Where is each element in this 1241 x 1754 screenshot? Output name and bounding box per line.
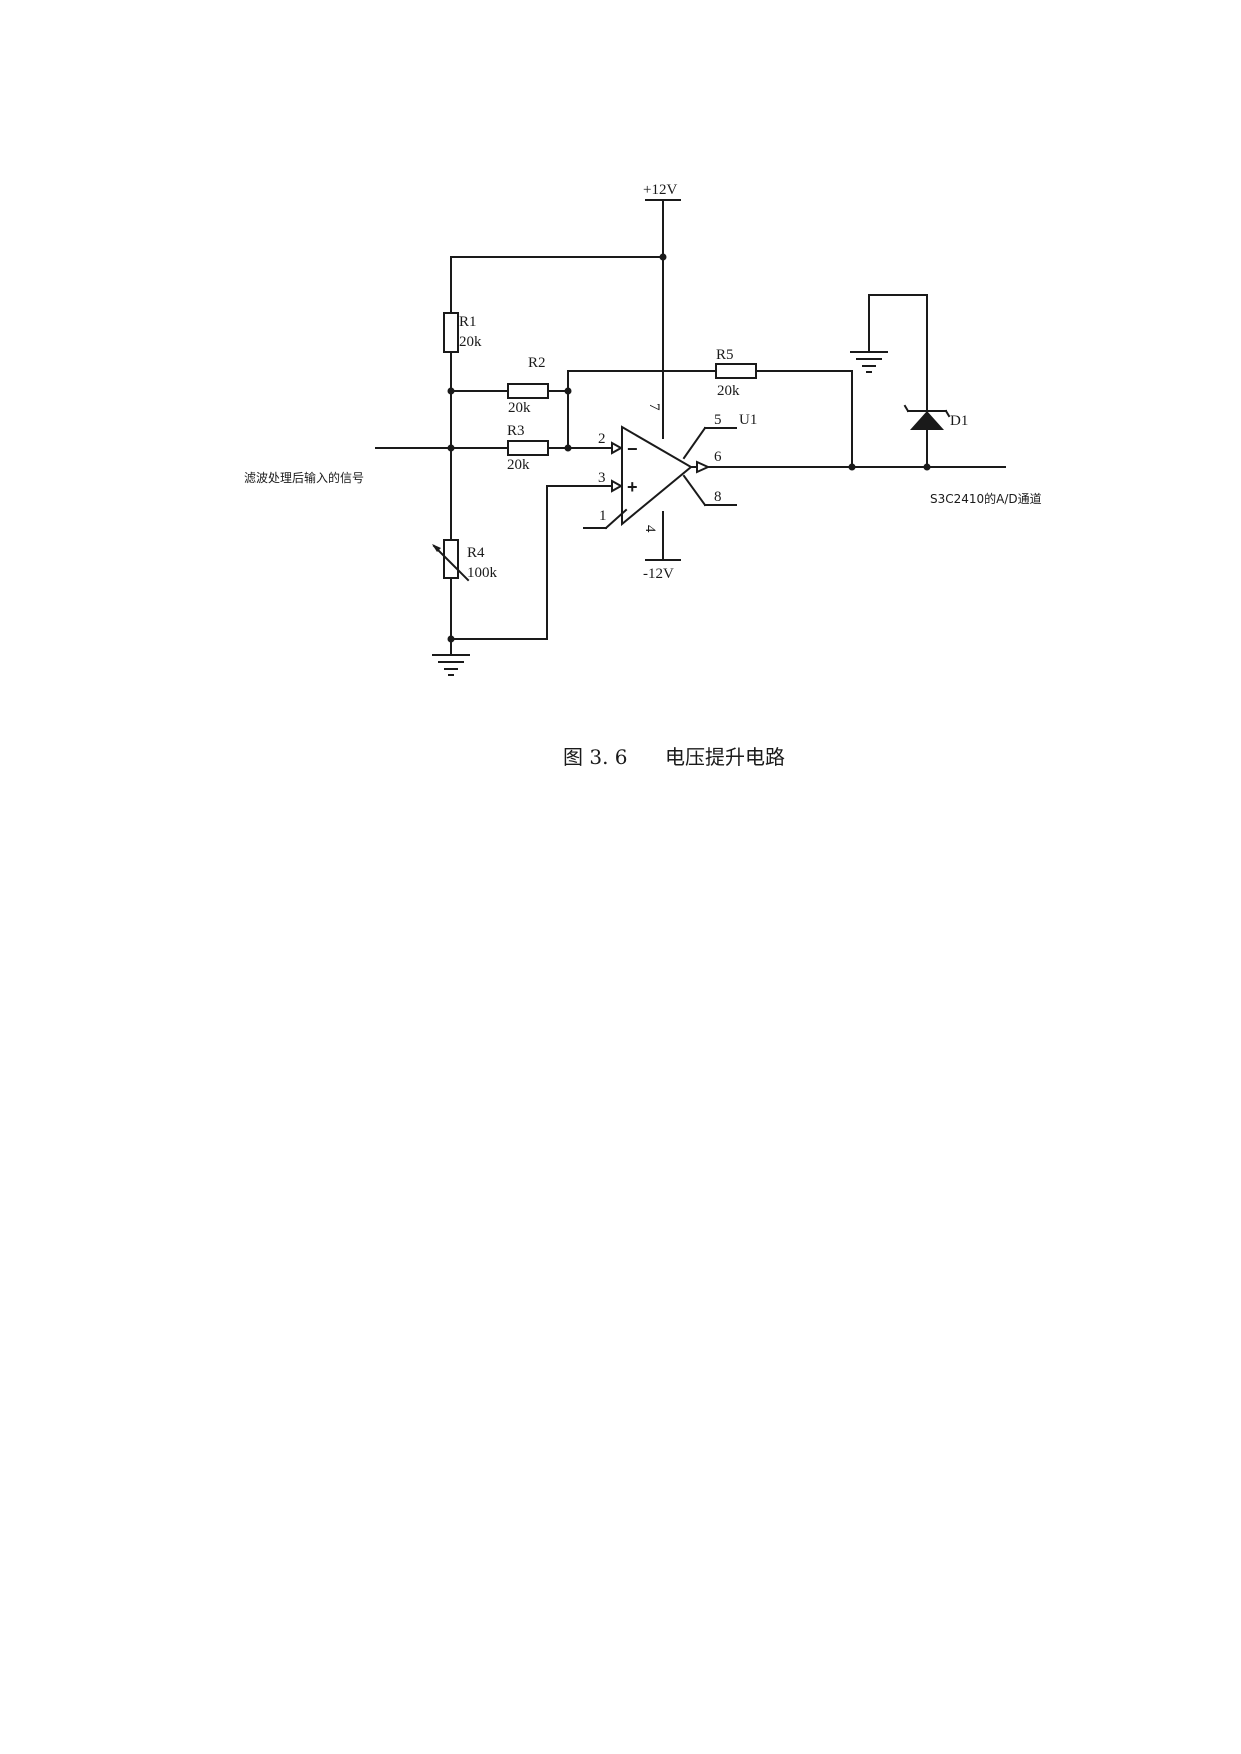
r5-value-label: 20k xyxy=(717,383,740,399)
r2-ref-label: R2 xyxy=(528,355,546,371)
r3-value-label: 20k xyxy=(507,457,530,473)
r2-wiring xyxy=(450,387,572,395)
opamp-u1 xyxy=(583,425,1006,530)
resistor-r4 xyxy=(432,539,470,582)
pin-3-label: 3 xyxy=(598,470,606,486)
output-channel-label: S3C2410的A/D通道 xyxy=(930,491,1042,506)
positive-supply-label: +12V xyxy=(643,182,677,198)
r5-ref-label: R5 xyxy=(716,347,734,363)
pin-7-label: 7 xyxy=(646,403,662,411)
negative-supply-label: -12V xyxy=(643,566,674,582)
feedback-wiring xyxy=(567,370,856,471)
diode-ref-label: D1 xyxy=(950,413,968,429)
pin-8-label: 8 xyxy=(714,489,722,505)
input-signal-label: 滤波处理后输入的信号 xyxy=(244,470,364,485)
pin-1-label: 1 xyxy=(599,508,607,524)
opamp-ref-label: U1 xyxy=(739,412,757,428)
ground-symbol-left xyxy=(432,654,470,676)
r1-value-label: 20k xyxy=(459,334,482,350)
r3-wiring xyxy=(547,370,615,452)
pin-5-label: 5 xyxy=(714,412,722,428)
pin-4-label: 4 xyxy=(642,525,658,533)
r2-value-label: 20k xyxy=(508,400,531,416)
diode-d1 xyxy=(868,294,951,471)
figure-number: 图 3. 6 xyxy=(563,745,628,769)
resistor-r1 xyxy=(443,312,459,353)
resistor-r3 xyxy=(507,440,549,456)
resistor-r5 xyxy=(715,363,757,379)
pin-6-label: 6 xyxy=(714,449,722,465)
ground-symbol-right xyxy=(850,351,888,373)
r4-value-label: 100k xyxy=(467,565,498,581)
r3-ref-label: R3 xyxy=(507,423,525,439)
r4-ref-label: R4 xyxy=(467,545,485,561)
positive-supply-rail xyxy=(450,199,681,429)
divider-wiring xyxy=(447,256,615,656)
resistor-r2 xyxy=(507,383,549,399)
negative-supply-rail xyxy=(645,511,681,561)
r1-ref-label: R1 xyxy=(459,314,477,330)
opamp-inverting-sign: − xyxy=(627,439,638,459)
opamp-noninverting-sign: + xyxy=(627,477,638,497)
figure-title: 电压提升电路 xyxy=(665,745,785,769)
pin-2-label: 2 xyxy=(598,431,606,447)
